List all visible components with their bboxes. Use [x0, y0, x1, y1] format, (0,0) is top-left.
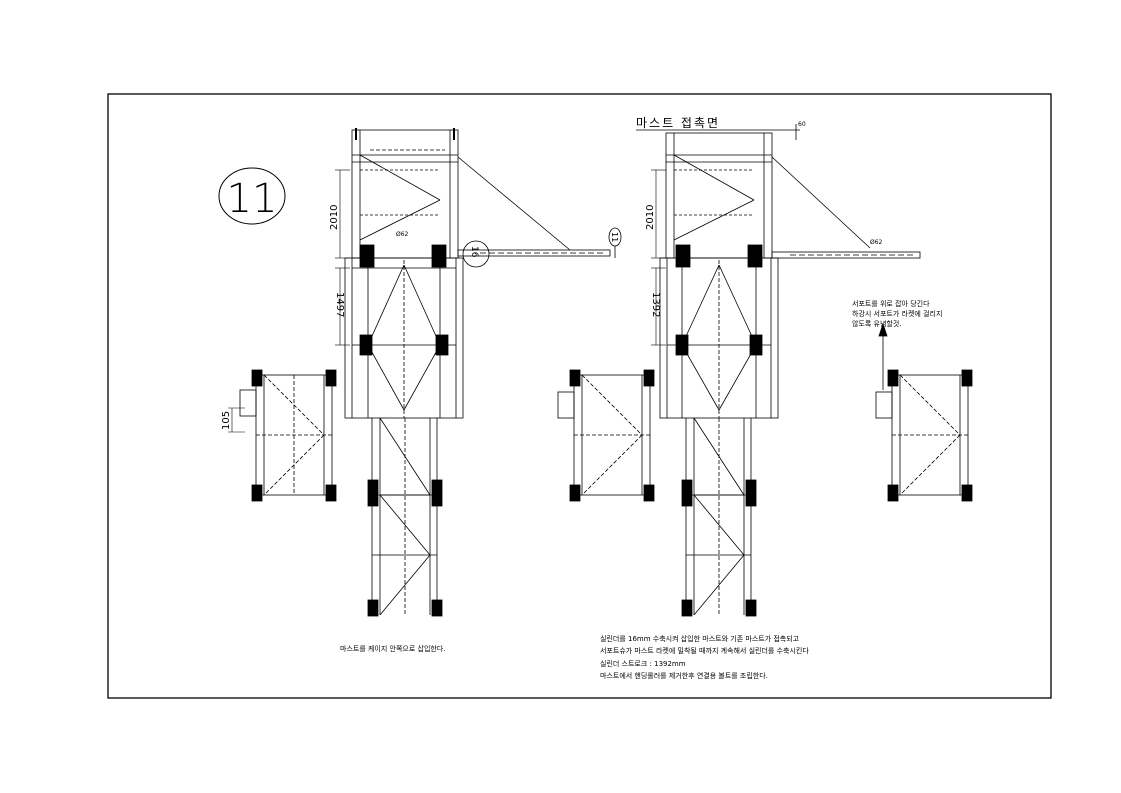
right-caption-4: 마스트에서 핸딩롤러를 제거한후 연결용 볼트를 조립한다.: [600, 672, 768, 680]
detail-bubble-16: [462, 240, 490, 268]
right-view: [557, 124, 973, 617]
dim-right-lower: 1392: [650, 292, 661, 317]
support-note-3: 않도록 유념할것.: [852, 320, 902, 328]
drawing-frame: [107, 93, 1052, 699]
left-upper-cage: [351, 128, 622, 268]
pin-right-label: Ø62: [870, 239, 883, 246]
left-dimensions: [228, 169, 350, 433]
support-note-2: 하강시 서포트가 라켓에 걸리지: [852, 310, 943, 318]
step-number: 11: [227, 176, 278, 222]
right-side-mast-middle: [557, 369, 655, 502]
pin-left-label: Ø62: [396, 231, 409, 238]
bubble-16-label: 16: [469, 246, 479, 258]
right-caption-1: 실린더를 16mm 수축시켜 삽입한 마스트와 기존 마스트가 접촉되고: [600, 635, 800, 643]
step-number-badge: 11: [218, 167, 286, 225]
dim-left-upper: 2010: [329, 205, 340, 230]
right-lower-cage: [659, 244, 779, 419]
right-upper-cage: [665, 132, 921, 259]
left-caption: 마스트를 케이지 안쪽으로 삽입한다.: [340, 645, 446, 653]
right-mast-column: [681, 417, 757, 617]
left-side-mast: [239, 369, 337, 502]
bubble-11-label: 11: [610, 232, 619, 242]
right-side-mast-far: [875, 322, 973, 502]
dim-top-offset: 60: [798, 121, 806, 128]
left-lower-cage: [344, 244, 464, 419]
dim-left-small: 105: [221, 411, 232, 430]
support-note-1: 서포트를 위로 잡아 당긴다: [852, 300, 930, 308]
right-caption-2: 서포트슈가 마스트 라켓에 밀착될 때까지 계속해서 실린더를 수축시킨다: [600, 647, 809, 655]
section-title: 마스트 접촉면: [636, 116, 720, 130]
left-view: [228, 128, 622, 617]
left-mast-column: [367, 417, 443, 617]
dim-left-lower: 1497: [334, 292, 345, 317]
right-caption-3: 실린더 스트로크 : 1392mm: [600, 660, 686, 668]
right-dimensions: [651, 169, 666, 346]
dim-right-upper: 2010: [645, 205, 656, 230]
